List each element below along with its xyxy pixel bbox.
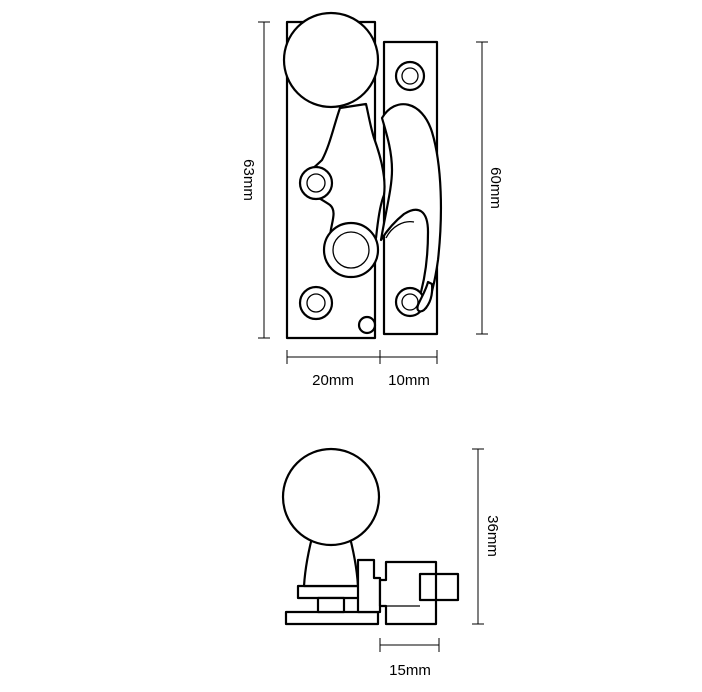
screw-hole-body-upper [298,165,334,201]
locking-pin [357,315,377,335]
screw-hole-body-lower [298,285,334,321]
side-base-plate [284,610,380,626]
side-view: 36mm 15mm [281,447,501,679]
crescent-inner-edge [385,220,415,239]
crescent-hook-tip [416,280,434,313]
knob-circle [282,11,380,109]
side-collar-lower [316,596,346,614]
side-cam-arm [356,558,382,614]
dimension-label-keeper-width: 10mm [388,372,430,389]
side-keeper-tongue [434,572,460,602]
dimension-side-height: 36mm [472,448,501,625]
crescent-arm [379,103,443,312]
knob-stem [300,102,386,240]
front-view: 63mm 60mm 20mm 10mm [240,11,504,389]
dimension-label-side-projection: 15mm [389,662,431,679]
boss-outer [322,221,380,279]
boss-inner [332,231,370,269]
dimension-side-projection: 15mm [379,638,440,679]
dimension-top-height: 63mm [240,21,270,339]
side-keeper [378,560,438,626]
dimension-label-side-height: 36mm [484,515,501,557]
dimension-label-top-height: 63mm [240,159,257,201]
side-knob [281,447,381,547]
dimension-widths: 20mm 10mm [286,350,438,389]
screw-hole-keeper-upper [394,60,426,92]
dimension-label-body-width: 20mm [312,372,354,389]
dimension-keeper-height: 60mm [476,41,504,335]
side-collar-upper [296,584,366,600]
dimension-label-keeper-height: 60mm [487,167,504,209]
